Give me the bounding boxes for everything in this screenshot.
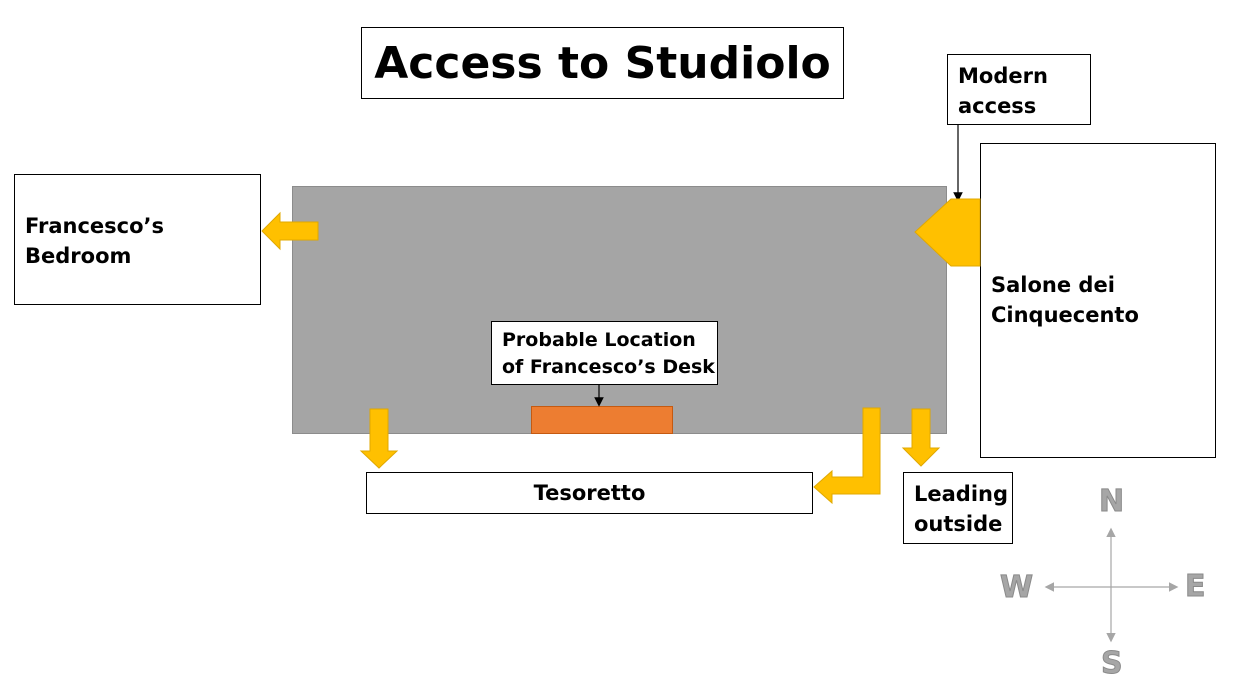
modern-entrance-arrow	[914, 198, 981, 267]
desk-location-box: Probable Location of Francesco’s Desk	[491, 321, 718, 385]
bedroom-arrow	[261, 211, 319, 251]
outside-down-arrow	[901, 408, 941, 467]
tesoretto-box: Tesoretto	[366, 472, 813, 514]
modern-access-label: Modern access	[958, 64, 1048, 118]
salone-box: Salone dei Cinquecento	[980, 143, 1216, 458]
bedroom-label: Francesco’s Bedroom	[25, 214, 165, 268]
salone-label: Salone dei Cinquecento	[991, 273, 1139, 327]
diagram-title: Access to Studiolo	[374, 37, 831, 89]
tesoretto-down-arrow	[359, 408, 399, 469]
studiolo-room	[292, 186, 947, 434]
leading-outside-label: Leading outside	[914, 482, 1009, 536]
compass-east-label: E	[1185, 569, 1206, 605]
desk-rectangle	[531, 406, 673, 434]
tesoretto-label: Tesoretto	[533, 481, 646, 505]
compass-north-label: N	[1098, 484, 1125, 520]
title-box: Access to Studiolo	[361, 27, 844, 99]
bedroom-box: Francesco’s Bedroom	[14, 174, 261, 305]
tesoretto-bent-arrow	[813, 407, 881, 505]
compass-south-label: S	[1101, 646, 1124, 682]
compass-west-label: W	[999, 570, 1034, 606]
modern-access-box: Modern access	[947, 54, 1091, 125]
desk-location-label: Probable Location of Francesco’s Desk	[502, 329, 715, 378]
leading-outside-box: Leading outside	[903, 472, 1013, 544]
